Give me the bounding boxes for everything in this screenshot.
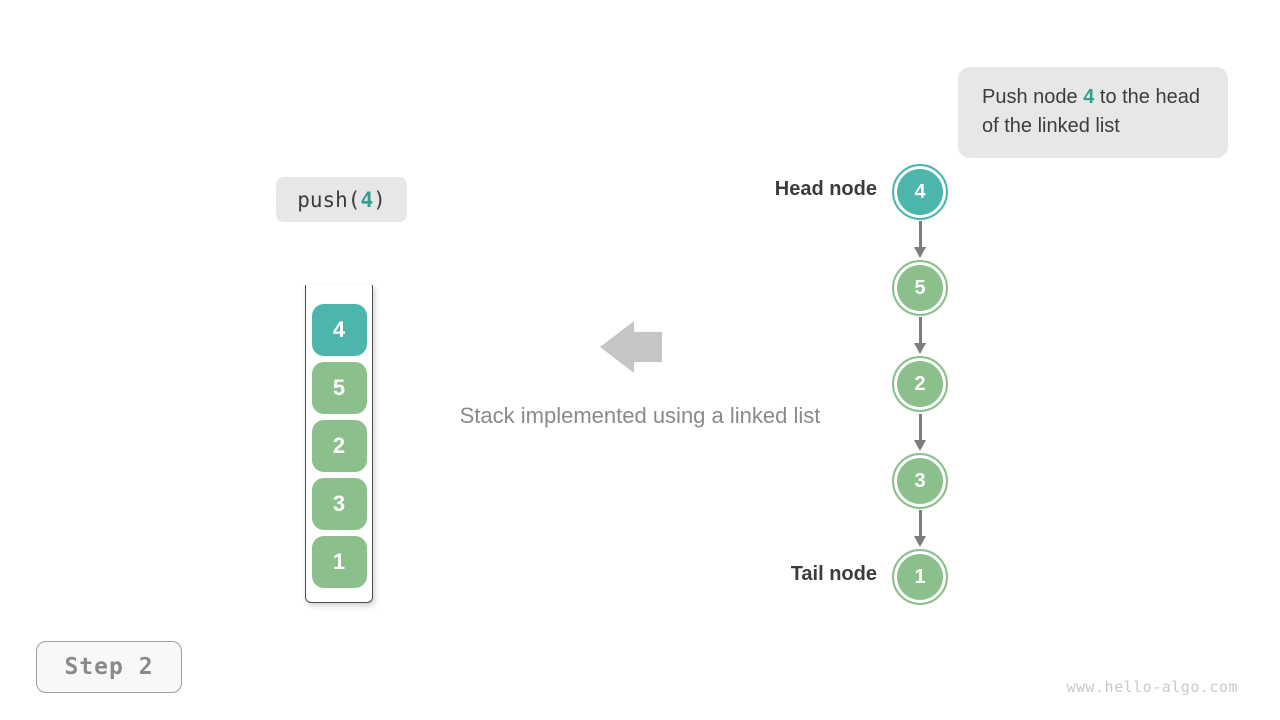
stack-cell: 2	[311, 420, 367, 472]
head-node-label: Head node	[774, 178, 877, 200]
stack-cell: 4	[311, 304, 367, 356]
note-box: Push node 4 to the head of the linked li…	[958, 67, 1228, 158]
stack-container: 4 5 2 3 1	[305, 285, 373, 603]
left-block-arrow-icon	[600, 321, 662, 373]
tail-node-label: Tail node	[790, 563, 877, 585]
arrow-down-icon	[911, 414, 929, 452]
linked-list-node: 4	[892, 164, 948, 220]
arrow-down-icon	[911, 221, 929, 259]
linked-list-node: 2	[892, 356, 948, 412]
stack-cell: 3	[311, 478, 367, 530]
linked-list-node: 5	[892, 260, 948, 316]
step-badge: Step 2	[36, 641, 182, 693]
note-text-prefix: Push node	[982, 86, 1084, 108]
linked-list-node: 1	[892, 549, 948, 605]
note-text-suffix: to the head of the linked list	[982, 86, 1200, 137]
push-operation-label: push(4)	[276, 177, 407, 222]
push-prefix: push(	[297, 187, 361, 212]
arrow-down-icon	[911, 317, 929, 355]
push-suffix: )	[373, 187, 386, 212]
stack-cell: 5	[311, 362, 367, 414]
arrow-down-icon	[911, 510, 929, 548]
note-highlight-value: 4	[1083, 86, 1095, 108]
watermark: www.hello-algo.com	[1066, 678, 1238, 696]
push-arg: 4	[360, 187, 374, 212]
stack-cell: 1	[311, 536, 367, 588]
caption: Stack implemented using a linked list	[459, 403, 821, 428]
linked-list-node: 3	[892, 453, 948, 509]
